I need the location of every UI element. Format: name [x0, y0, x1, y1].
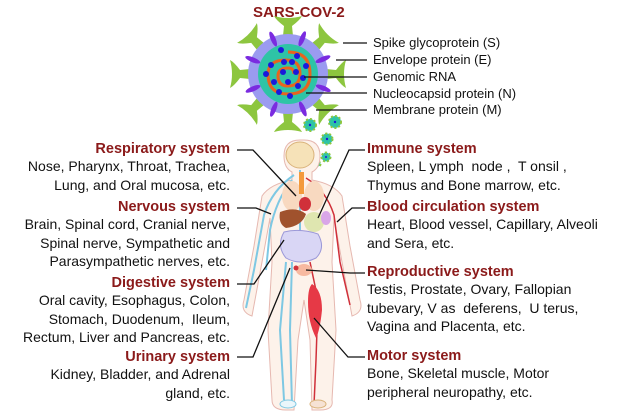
- label-spike-glycoprotein: Spike glycoprotein (S): [373, 35, 501, 50]
- respiratory-system-block: Respiratory system Nose, Pharynx, Throat…: [28, 141, 230, 194]
- nervous-system-block: Nervous system Brain, Spinal cord, Crani…: [25, 199, 230, 271]
- system-leader-lines: [237, 149, 365, 358]
- motor-system-title: Motor system: [367, 348, 462, 364]
- reproductive-system-line-3: Vagina and Placenta, etc.: [367, 318, 526, 334]
- digestive-system-line-1: Oral cavity, Esophagus, Colon,: [38, 292, 230, 308]
- motor-system-line-2: peripheral neuropathy, etc.: [367, 383, 533, 400]
- label-nucleocapsid-protein: Nucleocapsid protein (N): [373, 86, 517, 101]
- reproductive-system-line-2: tubevary, V as deferens, U terus,: [367, 299, 579, 316]
- motor-system-line-1: Bone, Skeletal muscle, Motor: [367, 365, 550, 381]
- immune-system-block: Immune system Spleen, L ymph node , T on…: [367, 141, 567, 194]
- label-membrane-protein: Membrane protein (M): [373, 102, 502, 117]
- blood-circulation-system-line-1: Heart, Blood vessel, Capillary, Alveoli: [367, 216, 598, 232]
- respiratory-system-title: Respiratory system: [95, 141, 230, 157]
- blood-circulation-system-line-2: and Sera, etc.: [367, 234, 455, 251]
- label-envelope-protein: Envelope protein (E): [373, 52, 492, 67]
- digestive-system-title: Digestive system: [111, 275, 230, 291]
- urinary-system-title: Urinary system: [125, 349, 230, 365]
- label-genomic-rna: Genomic RNA: [373, 69, 457, 84]
- nervous-system-title: Nervous system: [117, 199, 230, 215]
- virus-particle-icon: [230, 16, 346, 132]
- urinary-system-line-2: gland, etc.: [165, 384, 230, 401]
- digestive-system-line-2: Stomach, Duodenum, Ileum,: [48, 310, 230, 327]
- digestive-system-block: Digestive system Oral cavity, Esophagus,…: [23, 275, 230, 347]
- respiratory-system-line-2: Lung, and Oral mucosa, etc.: [54, 176, 230, 193]
- small-virions-icon: [303, 115, 342, 168]
- blood-circulation-system-title: Blood circulation system: [367, 199, 540, 215]
- immune-system-line-2: Thymus and Bone marrow, etc.: [367, 176, 561, 193]
- urinary-system-block: Urinary system Kidney, Bladder, and Adre…: [50, 349, 230, 402]
- nervous-system-line-1: Brain, Spinal cord, Cranial nerve,: [24, 216, 230, 232]
- nervous-system-line-2: Spinal nerve, Sympathetic and: [40, 234, 230, 251]
- digestive-system-line-3: Rectum, Liver and Pancreas, etc.: [23, 329, 230, 345]
- reproductive-system-title: Reproductive system: [367, 264, 514, 280]
- urinary-system-line-1: Kidney, Bladder, and Adrenal: [50, 366, 230, 382]
- immune-system-title: Immune system: [367, 141, 477, 157]
- motor-system-block: Motor system Bone, Skeletal muscle, Moto…: [367, 348, 549, 401]
- human-body-icon: [242, 139, 362, 411]
- nervous-system-line-3: Parasympathetic nerves, etc.: [49, 253, 230, 269]
- reproductive-system-line-1: Testis, Prostate, Ovary, Fallopian: [367, 281, 572, 297]
- reproductive-system-block: Reproductive system Testis, Prostate, Ov…: [367, 264, 578, 336]
- blood-circulation-system-block: Blood circulation system Heart, Blood ve…: [367, 199, 598, 252]
- respiratory-system-line-1: Nose, Pharynx, Throat, Trachea,: [27, 158, 230, 174]
- virus-leader-lines: [304, 42, 367, 111]
- immune-system-line-1: Spleen, L ymph node , T onsil ,: [367, 158, 567, 174]
